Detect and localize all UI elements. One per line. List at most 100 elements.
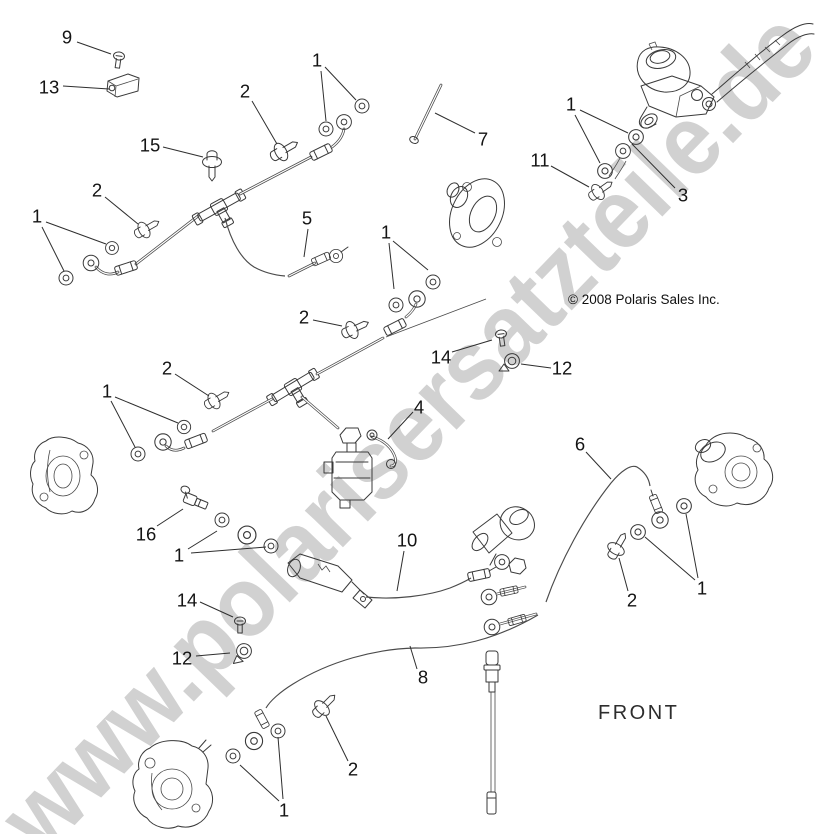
front-lower-caliper [132, 739, 214, 829]
leader-line [62, 85, 110, 90]
bolt-part-2e [307, 688, 342, 723]
callout-1-label: 1 [566, 94, 576, 115]
leader-line [324, 66, 357, 101]
leader-line [387, 411, 414, 440]
bolt-part-2a [266, 133, 303, 167]
front-label: FRONT [598, 702, 679, 724]
bolt-part-2d [200, 384, 234, 414]
leader-line [409, 645, 418, 670]
callout-2-label: 2 [240, 81, 250, 102]
leader-line [174, 373, 210, 397]
front-right-hub [446, 178, 505, 248]
leader-line [631, 143, 676, 189]
callout-1-label: 1 [32, 206, 42, 227]
banjo-eye [82, 254, 100, 272]
callout-1-label: 1 [381, 222, 391, 243]
bolt-part-15 [202, 150, 222, 182]
callout-4-label: 4 [414, 397, 424, 418]
callout-1-label: 1 [174, 545, 184, 566]
leader-line [195, 652, 231, 657]
rod-part-7 [409, 83, 443, 144]
callout-11-label: 11 [530, 150, 549, 171]
hose-part-4 [366, 429, 397, 469]
leader-line [45, 221, 107, 245]
sensor-part-16 [180, 485, 209, 510]
banjo-eye [154, 433, 172, 451]
callout-14-label: 14 [431, 347, 452, 368]
leader-line [325, 715, 349, 762]
callout-6-label: 6 [575, 434, 585, 455]
leader-line [303, 228, 309, 258]
leader-line [574, 114, 601, 164]
callout-1-label: 1 [102, 381, 112, 402]
tee-fitting-upper [190, 187, 255, 240]
front-left-brake-line [58, 214, 200, 286]
callout-1-label: 1 [697, 578, 707, 599]
leader-line [312, 319, 343, 327]
bolt-part-2b [130, 213, 164, 243]
rear-reservoir-assembly [471, 506, 535, 575]
callout-7-label: 7 [478, 129, 488, 150]
leader-line [585, 451, 612, 480]
pad-part-13 [106, 73, 140, 98]
callout-3-label: 3 [678, 185, 688, 206]
leader-line [685, 513, 699, 579]
leader-line [434, 112, 476, 134]
leader-line [579, 109, 629, 134]
callout-2-label: 2 [162, 358, 172, 379]
leader-line [162, 146, 204, 158]
callout-10-label: 10 [397, 530, 418, 551]
callout-13-label: 13 [39, 77, 60, 98]
leader-line [320, 70, 327, 122]
callout-12-label: 12 [552, 358, 573, 379]
front-mc-banjo-set [584, 129, 644, 206]
leader-line [76, 41, 112, 55]
leader-line [388, 242, 395, 290]
callout-2-label: 2 [627, 590, 637, 611]
leader-line [644, 536, 696, 581]
callout-16-label: 16 [136, 524, 157, 545]
leader-line [392, 240, 429, 271]
callout-9-label: 9 [62, 27, 72, 48]
rear-master-cylinder [287, 553, 373, 609]
callout-15-label: 15 [140, 135, 161, 156]
callout-8-label: 8 [418, 667, 428, 688]
callout-2-label: 2 [348, 759, 358, 780]
leader-line [618, 557, 629, 592]
leader-line [251, 100, 278, 145]
rear-caliper [694, 432, 774, 507]
leader-line [451, 339, 493, 353]
front-right-upper-line [238, 98, 370, 196]
leader-line [114, 396, 179, 424]
leader-line [190, 546, 267, 554]
leader-line [520, 363, 552, 369]
leader-line [41, 226, 65, 272]
callout-5-label: 5 [302, 208, 312, 229]
brake-line-10 [365, 566, 497, 599]
callout-1-label: 1 [279, 800, 289, 821]
leader-line [277, 736, 284, 800]
callout-14-label: 14 [177, 590, 198, 611]
brake-pipe-jumper-5 [224, 217, 349, 278]
leader-line [550, 165, 590, 188]
bolt-part-2f [602, 528, 634, 564]
leader-line [396, 550, 405, 592]
callout-2-label: 2 [92, 180, 102, 201]
rear-hose-ends [480, 585, 538, 636]
callout-2-label: 2 [299, 307, 309, 328]
leader-line [187, 530, 218, 550]
copyright-text: © 2008 Polaris Sales Inc. [568, 292, 720, 307]
leader-line [104, 196, 139, 225]
brake-hose-6 [545, 465, 692, 603]
front-left-caliper [30, 436, 99, 515]
vertical-rod [483, 650, 501, 815]
leader-line [199, 601, 234, 618]
leader-line [110, 400, 136, 448]
pressure-valve [323, 427, 373, 509]
leader-line [156, 508, 184, 527]
screw-part-9 [111, 50, 126, 70]
banjo-eye [336, 114, 352, 130]
